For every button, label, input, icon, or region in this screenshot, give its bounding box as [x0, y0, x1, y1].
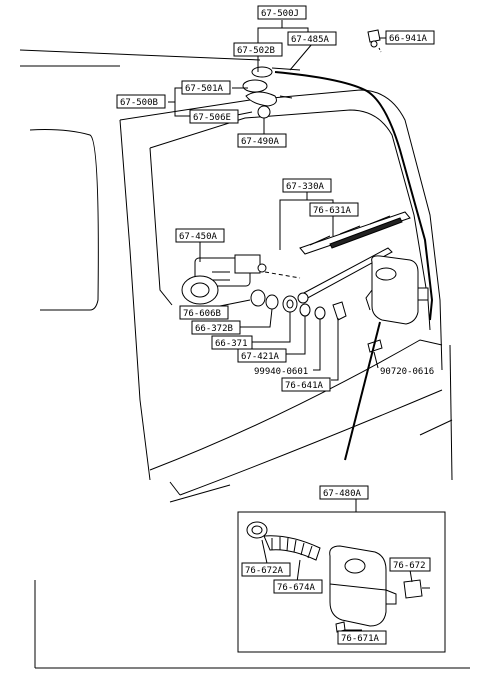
shaft-grommet-parts: [250, 289, 347, 321]
callout-67-502B: 67-502B: [233, 42, 283, 57]
nozzle-assembly: [242, 66, 293, 119]
callout-text: 67-501A: [185, 84, 224, 94]
callout-text: 67-480A: [323, 489, 362, 499]
callout-67-421A: 67-421A: [237, 348, 287, 363]
callout-text: 99940-0601: [254, 367, 308, 377]
callout-67-480A: 67-480A: [319, 485, 369, 500]
callout-text: 76-671A: [341, 634, 380, 644]
callout-76-674A: 76-674A: [273, 579, 323, 594]
callout-67-500J: 67-500J: [257, 5, 307, 20]
callout-99940-0601: 99940-0601: [254, 367, 308, 377]
callout-text: 66-371: [215, 339, 248, 349]
callout-text: 67-485A: [291, 35, 330, 45]
callout-text: 67-500J: [261, 9, 299, 19]
callout-67-506E: 67-506E: [189, 109, 239, 124]
callout-67-500B: 67-500B: [116, 94, 166, 109]
callout-66-941A: 66-941A: [385, 30, 435, 45]
callout-76-672A: 76-672A: [241, 562, 291, 577]
washer-hose: [271, 67, 434, 321]
wiper-blade: [299, 211, 411, 255]
callout-90720-0616: 90720-0616: [380, 367, 434, 377]
callout-text: 90720-0616: [380, 367, 434, 377]
callout-76-671A: 76-671A: [337, 630, 387, 645]
callout-66-371: 66-371: [211, 335, 253, 350]
callout-67-490A: 67-490A: [237, 133, 287, 148]
callout-76-641A: 76-641A: [281, 377, 331, 392]
callout-67-450A: 67-450A: [175, 228, 225, 243]
callout-text: 67-421A: [241, 352, 280, 362]
callout-text: 76-672A: [245, 566, 284, 576]
detail-pointer-line: [344, 321, 381, 461]
vehicle-body-outline: [19, 49, 470, 669]
callout-76-672: 76-672: [389, 557, 431, 572]
callout-text: 66-941A: [389, 34, 428, 44]
callout-text: 67-502B: [237, 46, 275, 56]
callout-text: 67-500B: [120, 98, 158, 108]
callout-text: 76-641A: [285, 381, 324, 391]
callout-67-485A: 67-485A: [287, 31, 337, 46]
callout-66-372B: 66-372B: [191, 320, 241, 335]
wiper-arm: [297, 247, 393, 304]
callout-text: 67-506E: [193, 113, 231, 123]
callout-text: 67-490A: [241, 137, 280, 147]
detail-box: [237, 511, 446, 653]
callout-67-330A: 67-330A: [282, 178, 332, 193]
leader-lines: [168, 20, 413, 631]
callout-text: 67-450A: [179, 232, 218, 242]
callout-76-631A: 76-631A: [309, 202, 359, 217]
callout-76-606B: 76-606B: [179, 305, 229, 320]
callout-text: 76-674A: [277, 583, 316, 593]
callout-text: 66-372B: [195, 324, 233, 334]
wiper-motor: [181, 254, 267, 305]
washer-tank-upper: [365, 255, 429, 325]
callout-text: 76-606B: [183, 309, 221, 319]
callout-67-501A: 67-501A: [181, 80, 231, 95]
callout-text: 67-330A: [286, 182, 325, 192]
callout-text: 76-672: [393, 561, 426, 571]
callout-text: 76-631A: [313, 206, 352, 216]
hose-clip: [367, 29, 381, 48]
